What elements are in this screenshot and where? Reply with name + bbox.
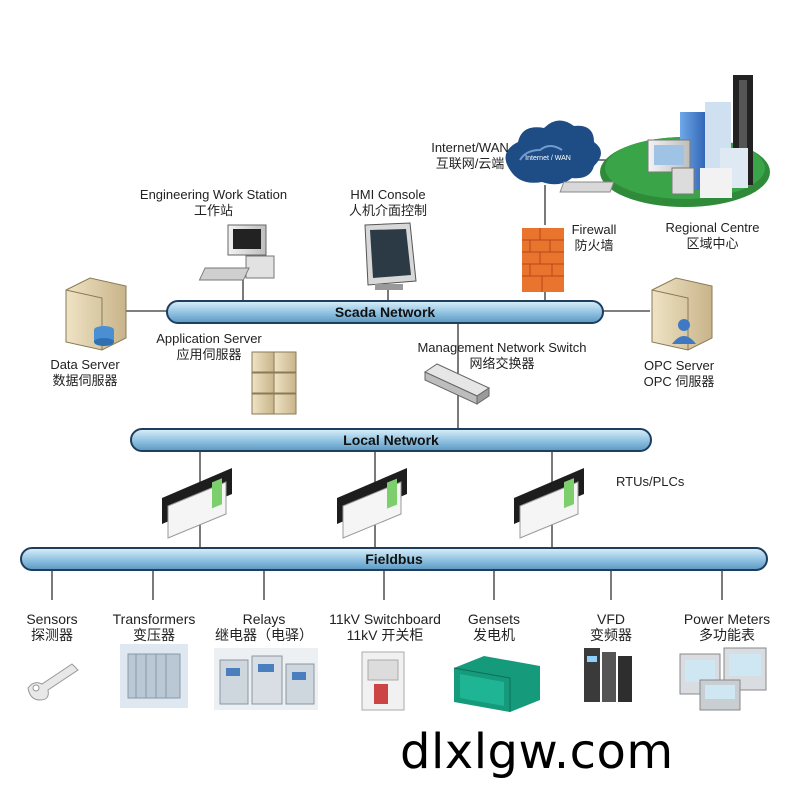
vfd-icon xyxy=(584,648,632,702)
data-server-icon xyxy=(65,277,127,351)
power-meter-icon xyxy=(679,647,767,711)
application-server-icon xyxy=(251,351,297,415)
local-network-bus: Local Network xyxy=(130,428,652,452)
local-network-label: Local Network xyxy=(343,432,439,448)
switchboard-icon xyxy=(361,651,405,711)
opc-server-icon xyxy=(651,277,713,351)
fieldbus-bus: Fieldbus xyxy=(20,547,768,571)
scada-network-bus: Scada Network xyxy=(166,300,604,324)
watermark-text: dlxlgw.com xyxy=(400,724,674,780)
relay-icon xyxy=(214,648,318,710)
rtu-plc-icon xyxy=(514,468,584,539)
rtus-label: RTUs/PLCs xyxy=(616,474,685,489)
scada-network-label: Scada Network xyxy=(334,304,436,320)
network-switch-icon xyxy=(423,363,491,405)
rtu-plc-icon xyxy=(162,468,232,539)
connection-lines xyxy=(51,159,723,600)
cloud-icon xyxy=(505,120,601,185)
hmi-monitor-icon xyxy=(364,222,417,290)
cloud-inner-label: Internet / WAN xyxy=(525,155,571,162)
workstation-icon xyxy=(198,224,275,281)
transformer-icon xyxy=(120,644,188,708)
firewall-icon xyxy=(522,228,564,292)
fieldbus-label: Fieldbus xyxy=(365,551,423,567)
genset-icon xyxy=(453,656,540,712)
sensor-icon xyxy=(27,663,79,701)
regional-centre-icon xyxy=(559,75,770,207)
rtu-plc-icon xyxy=(337,468,407,539)
